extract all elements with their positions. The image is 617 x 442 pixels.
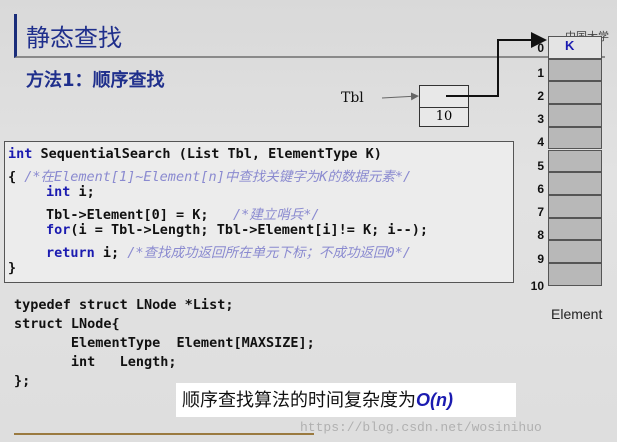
code-line-declare: int i;: [46, 184, 95, 200]
array-index: 0: [537, 41, 544, 55]
code-block: [4, 141, 514, 283]
tbl-box-divider: [420, 107, 468, 108]
array-index: 8: [537, 228, 544, 242]
array-cell: [548, 104, 602, 127]
tbl-arrow: [381, 92, 419, 101]
array-cell: [548, 58, 602, 82]
slide-title: 静态查找: [26, 24, 122, 52]
element-array-label: Element: [551, 306, 603, 322]
array-cell: [548, 172, 602, 195]
array-cell: [548, 194, 602, 218]
tbl-length-value: 10: [435, 109, 453, 124]
array-cell: [548, 81, 602, 105]
array-cell: [548, 36, 602, 59]
struct-element-line: ElementType Element[MAXSIZE];: [14, 335, 315, 351]
tbl-label: Tbl: [341, 90, 364, 106]
slide-subtitle: 方法1：顺序查找: [26, 70, 165, 91]
element-pointer-arrow: [446, 32, 547, 97]
struct-line: struct LNode{: [14, 316, 120, 332]
array-cell: [548, 217, 602, 241]
array-index: 6: [537, 182, 544, 196]
typedef-line: typedef struct LNode *List;: [14, 297, 234, 313]
struct-length-line: int Length;: [14, 354, 177, 370]
footer-divider: [14, 433, 314, 435]
array-cell: [548, 263, 602, 286]
code-line-signature: int SequentialSearch (List Tbl, ElementT…: [8, 146, 382, 162]
array-index: 9: [537, 252, 544, 266]
array-cell: [548, 126, 602, 150]
complexity-callout: 顺序查找算法的时间复杂度为O(n): [176, 383, 516, 417]
array-index: 4: [537, 135, 544, 149]
struct-close-line: };: [14, 373, 31, 389]
tbl-pointer-box: 10: [419, 85, 469, 127]
array-index: 2: [537, 89, 544, 103]
array-index: 7: [537, 205, 544, 219]
array-k-label: K: [565, 38, 575, 53]
code-line-sentinel: Tbl->Element[0] = K; /*建立哨兵*/: [46, 207, 320, 223]
element-array: [548, 36, 602, 300]
array-index: 3: [537, 112, 544, 126]
code-line-for: for(i = Tbl->Length; Tbl->Element[i]!= K…: [46, 222, 429, 238]
watermark-text: https://blog.csdn.net/wosinihuo: [300, 420, 542, 435]
array-cell: [548, 240, 602, 263]
array-index: 10: [530, 279, 544, 293]
slide-title-bar: [14, 14, 605, 58]
code-line-return: return i; /*查找成功返回所在单元下标；不成功返回0*/: [46, 245, 411, 261]
code-line-open-brace: { /*在Element[1]~Element[n]中查找关键字为K的数据元素*…: [8, 169, 412, 185]
array-index: 1: [537, 66, 544, 80]
array-index: 5: [537, 159, 544, 173]
array-cell: [548, 149, 602, 173]
code-line-close-brace: }: [8, 260, 17, 276]
